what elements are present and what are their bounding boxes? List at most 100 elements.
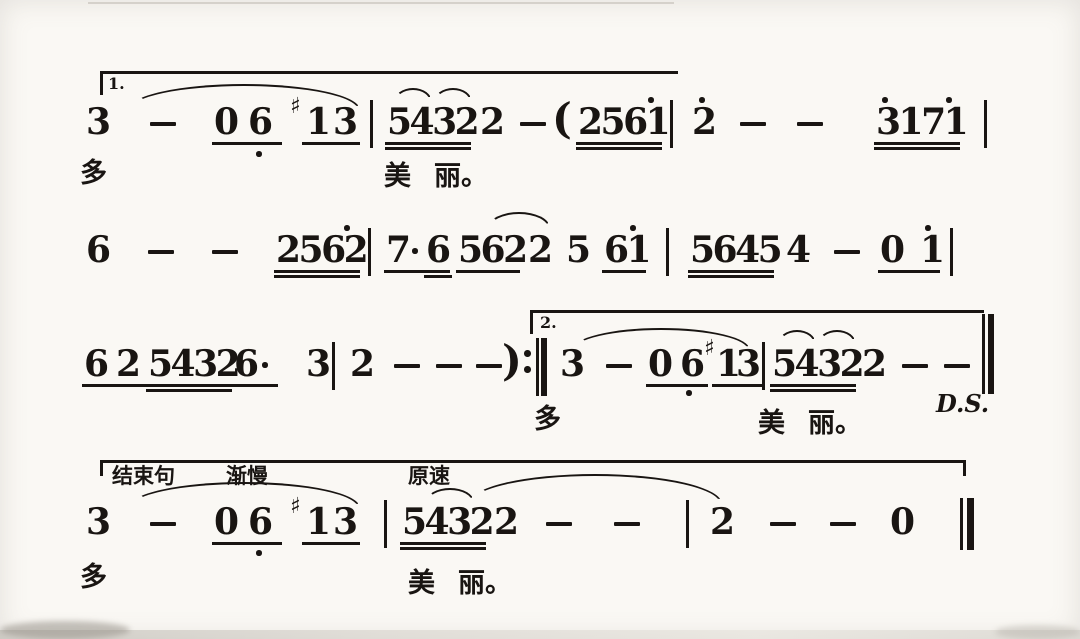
note: 2: [710, 501, 735, 543]
tie: [488, 212, 550, 228]
beam-underline: [602, 270, 646, 273]
duration-dash: [150, 122, 176, 126]
barline: [370, 100, 373, 148]
volta2-label: 2.: [540, 313, 557, 332]
note: 7: [386, 229, 411, 271]
beam-underline: [874, 142, 960, 145]
note: 0: [648, 343, 673, 385]
note: 1: [920, 229, 945, 271]
note: 3: [560, 343, 585, 385]
duration-dash: [797, 122, 823, 126]
note: 2: [862, 343, 887, 385]
note: 6: [248, 101, 273, 143]
tie: [818, 330, 856, 344]
slur: [468, 474, 722, 504]
scan-smudge-bottom-left: [0, 621, 130, 639]
lyric: 多: [80, 562, 107, 593]
slur: [128, 84, 360, 110]
barline: [762, 342, 765, 390]
barline: [666, 228, 669, 276]
note: 2: [116, 343, 141, 385]
sharp-icon: ♯: [704, 336, 715, 361]
final-barline-thick: [967, 498, 974, 550]
note: 5: [566, 229, 591, 271]
note: 6: [86, 229, 111, 271]
beam-underline: [274, 270, 360, 273]
scan-edge-top: [88, 2, 674, 4]
barline: [950, 228, 953, 276]
duration-dash: [212, 250, 238, 254]
beam-underline: [646, 384, 708, 387]
beam-underline: [688, 270, 774, 273]
tie: [778, 330, 816, 344]
tie: [426, 488, 474, 502]
beam-underline: [576, 142, 662, 145]
volta1-line: [100, 71, 678, 74]
high-octave-dot: [946, 97, 952, 103]
ds-marking: D.S.: [936, 389, 990, 418]
barline: [332, 342, 335, 390]
section-label: 结束句: [112, 463, 175, 488]
note: 0: [214, 101, 239, 143]
note: 3: [333, 501, 358, 543]
note: 2561: [578, 101, 671, 143]
note: 5432: [148, 343, 241, 385]
duration-dash: [546, 522, 572, 526]
tie: [434, 88, 472, 102]
tempo-label-ritardando: 渐慢: [226, 463, 268, 488]
beam-underline: [385, 142, 471, 145]
note: 2: [692, 101, 717, 143]
beam-underline: [424, 275, 452, 278]
beam-underline: [456, 270, 520, 273]
beam-underline: [400, 547, 486, 550]
note: 4: [786, 229, 811, 271]
note: 5432: [772, 343, 865, 385]
duration-dash: [476, 364, 502, 368]
beam-underline: [302, 142, 360, 145]
tempo-label-a-tempo: 原速: [408, 463, 450, 488]
lyric: 美: [758, 408, 785, 439]
slur: [128, 482, 360, 508]
lyric: 丽。: [434, 161, 488, 192]
duration-dash: [520, 122, 546, 126]
duration-dash: [606, 364, 632, 368]
barline: [384, 500, 387, 548]
high-octave-dot: [630, 225, 636, 231]
beam-underline: [274, 275, 360, 278]
final-barline: [960, 498, 963, 550]
duration-dash: [834, 250, 860, 254]
scan-edge-bottom: [0, 630, 1080, 639]
note: 2: [528, 229, 553, 271]
repeat-barline: [536, 338, 539, 396]
beam-underline: [770, 389, 856, 392]
duration-dash: [614, 522, 640, 526]
duration-dash: [944, 364, 970, 368]
note: 6: [426, 229, 451, 271]
duration-dash: [148, 250, 174, 254]
high-octave-dot: [699, 97, 705, 103]
high-octave-dot: [648, 97, 654, 103]
lyric: 多: [80, 158, 107, 189]
ending-bracket-tick: [100, 460, 103, 476]
low-octave-dot: [686, 390, 692, 396]
lyric: 多: [534, 404, 561, 435]
duration-dash: [394, 364, 420, 368]
beam-underline: [302, 542, 360, 545]
beam-underline: [688, 275, 774, 278]
duration-dash: [830, 522, 856, 526]
ending-bracket-tick: [963, 460, 966, 476]
note: 6: [248, 501, 273, 543]
note: 5645: [690, 229, 783, 271]
tie: [394, 88, 432, 102]
barline: [686, 500, 689, 548]
note: 2562: [276, 229, 369, 271]
beam-underline: [212, 542, 282, 545]
note: 0: [214, 501, 239, 543]
barline: [984, 100, 987, 148]
note: 3171: [876, 101, 969, 143]
lyric: 美: [408, 568, 435, 599]
